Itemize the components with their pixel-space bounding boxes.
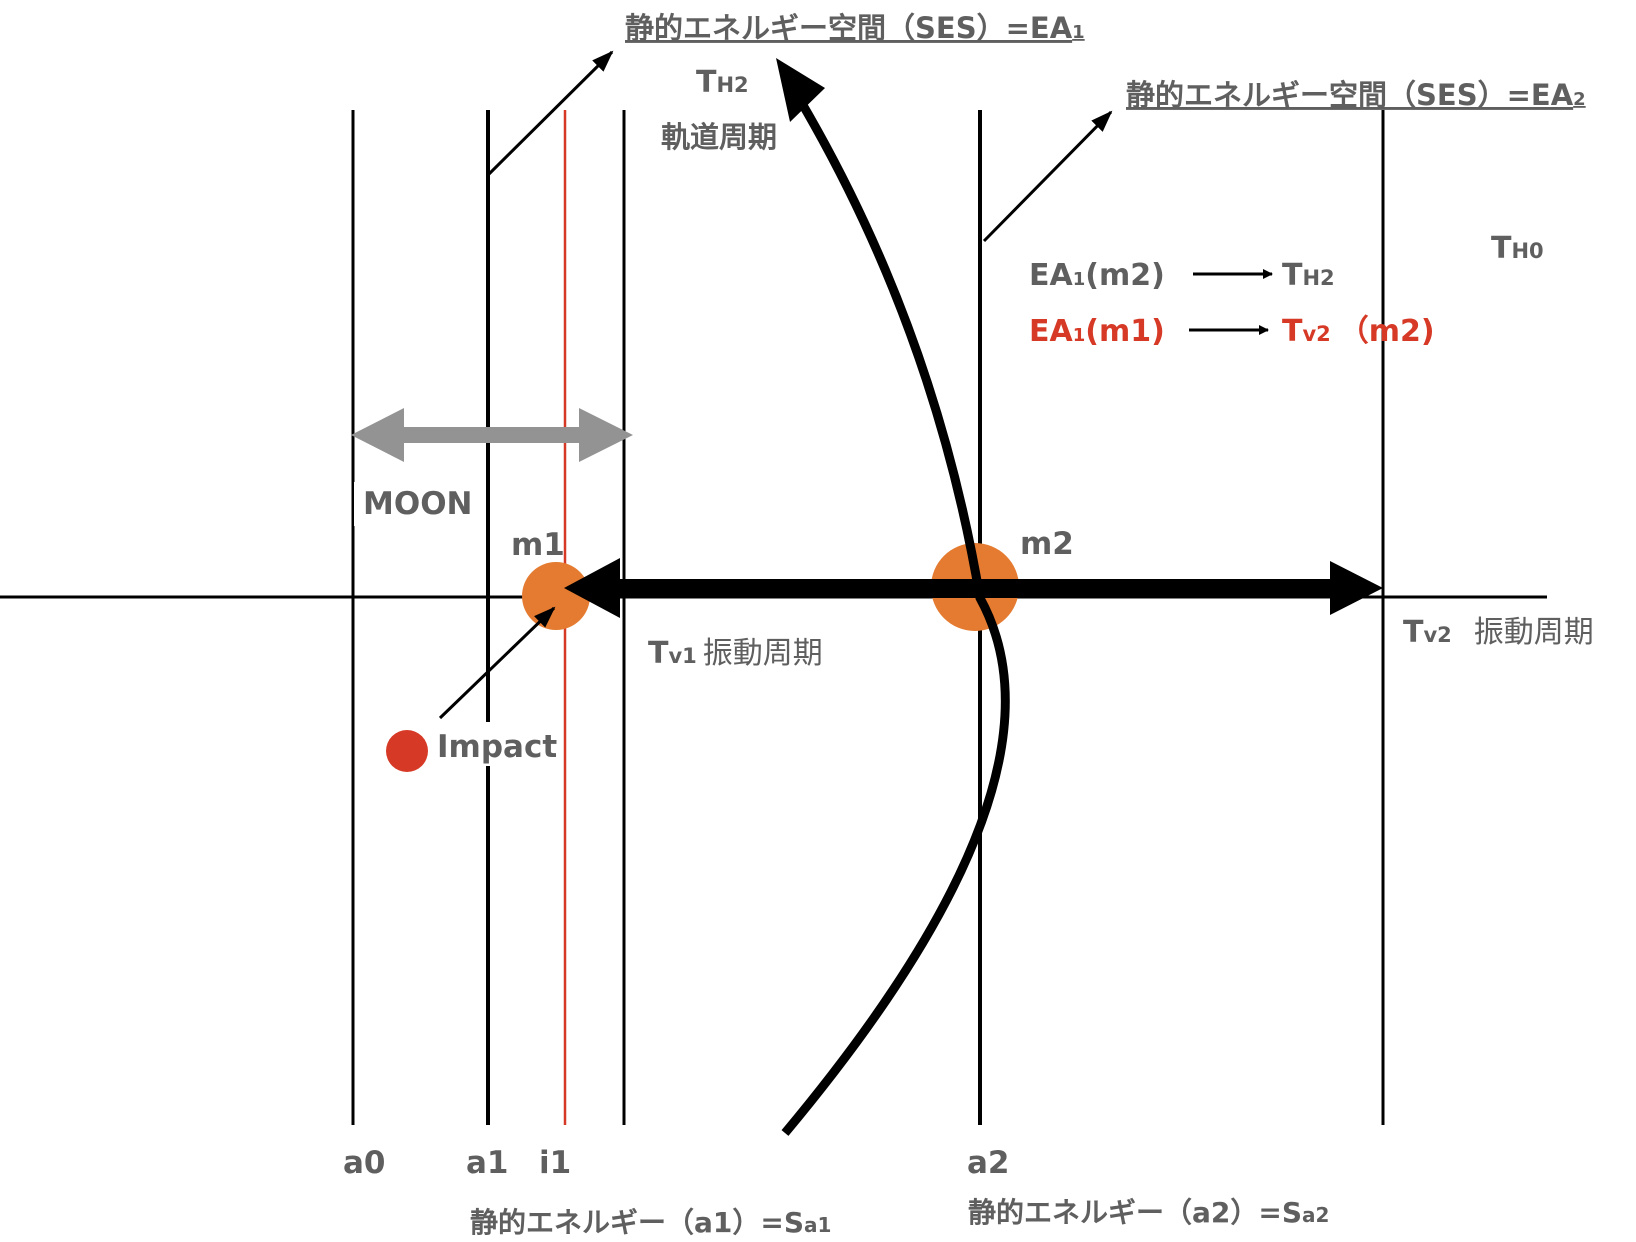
orbit-arrowhead (776, 58, 825, 122)
impact-arrow (438, 606, 556, 720)
th2-label: TH2 (696, 65, 749, 100)
relation-1-left: EA1(m2) (1029, 258, 1165, 293)
relation-2-left: EA1(m1) (1029, 314, 1165, 349)
th0-label: TH0 (1491, 231, 1544, 266)
ses2-label: 静的エネルギー空間（SES）=EA2 (1126, 78, 1586, 112)
a2-label: a2 (967, 1145, 1010, 1181)
relation-2-right: Tv2（m2) (1282, 314, 1435, 349)
relation-1-right: TH2 (1282, 258, 1335, 293)
orbit-arc (781, 97, 1010, 1136)
a1-label: a1 (466, 1145, 509, 1181)
sa2-label: 静的エネルギー（a2）=Sa2 (968, 1196, 1329, 1229)
m1-label: m1 (511, 527, 565, 563)
m2-label: m2 (1020, 526, 1074, 562)
orbit-period-label: 軌道周期 (661, 120, 777, 154)
pointer-arrow-ses2 (982, 110, 1113, 243)
pointer-arrow-ses1 (486, 50, 614, 177)
moon-label: MOON (363, 486, 473, 522)
a0-label: a0 (343, 1145, 386, 1181)
ses1-label: 静的エネルギー空間（SES）=EA1 (625, 11, 1085, 45)
moon-double-arrow (351, 408, 633, 462)
sa1-label: 静的エネルギー（a1）=Sa1 (470, 1206, 831, 1239)
i1-label: i1 (539, 1145, 571, 1181)
impact-body (386, 730, 428, 772)
impact-label: Impact (437, 729, 557, 765)
